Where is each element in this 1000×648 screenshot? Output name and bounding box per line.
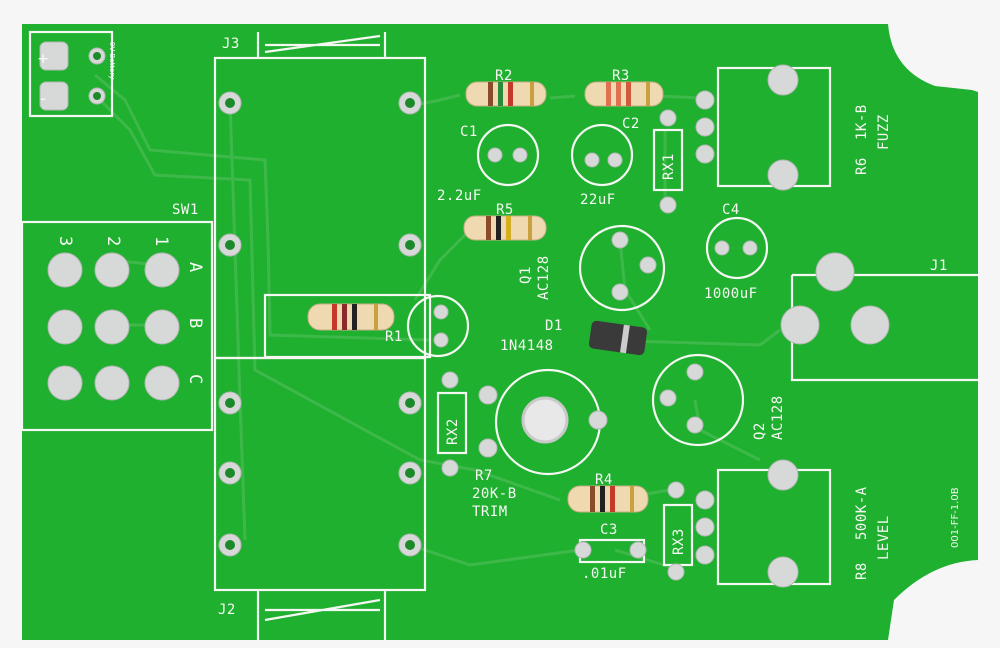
c3-label: C3: [600, 522, 618, 538]
rx3-label: RX3: [671, 528, 687, 555]
revision-label: 001-FF-1.0B: [950, 487, 961, 548]
q2-label: Q2: [752, 422, 768, 440]
c4-label: C4: [722, 202, 740, 218]
battery-label: 9V Battery: [108, 42, 116, 79]
r4-label: R4: [595, 472, 613, 488]
j3-label: J3: [222, 36, 240, 52]
j1-label: J1: [930, 258, 948, 274]
d1-type: 1N4148: [500, 338, 554, 354]
c4-value: 1000uF: [704, 286, 758, 302]
battery-minus-label: -: [38, 89, 48, 109]
pcb-board: [22, 24, 978, 640]
sw-col-2-label: 2: [103, 236, 123, 246]
c3-value: .01uF: [582, 566, 627, 582]
sw-col-3-label: 3: [55, 236, 75, 246]
q2-type: AC128: [770, 395, 786, 440]
r3-label: R3: [612, 68, 630, 84]
resistor-r1: [307, 303, 395, 331]
r6-value: 1K-B: [854, 104, 870, 140]
r7-label: R7: [475, 468, 493, 484]
c1-label: C1: [460, 124, 478, 140]
j2-label: J2: [218, 602, 236, 618]
rx2-label: RX2: [445, 418, 461, 445]
d1-label: D1: [545, 318, 563, 334]
sw1-label: SW1: [172, 202, 199, 218]
q1-type: AC128: [536, 255, 552, 300]
r7-value: 20K-B: [472, 486, 517, 502]
rx1-label: RX1: [661, 153, 677, 180]
c1-value: 2.2uF: [437, 188, 482, 204]
silkscreen: [20, 30, 978, 640]
q1-label: Q1: [518, 266, 534, 284]
r5-label: R5: [496, 202, 514, 218]
r6-name: FUZZ: [876, 114, 892, 150]
sw-row-c-label: C: [185, 374, 205, 384]
resistor-r3: [584, 81, 664, 107]
r8-name: LEVEL: [876, 515, 892, 560]
r1-label: R1: [385, 329, 403, 345]
resistor-r2: [465, 81, 547, 107]
r7-name: TRIM: [472, 504, 508, 520]
c2-value: 22uF: [580, 192, 616, 208]
diode-d1: [588, 320, 648, 356]
resistor-r5: [463, 215, 547, 241]
sw-row-a-label: A: [185, 262, 205, 272]
r8-label: R8: [854, 562, 870, 580]
battery-plus-label: +: [38, 49, 48, 69]
sw-row-b-label: B: [185, 318, 205, 328]
pads: [39, 41, 890, 588]
r2-label: R2: [495, 68, 513, 84]
r6-label: R6: [854, 157, 870, 175]
resistor-r4: [567, 485, 649, 513]
r8-value: 500K-A: [854, 486, 870, 540]
c2-label: C2: [622, 116, 640, 132]
sw-col-1-label: 1: [151, 236, 171, 246]
